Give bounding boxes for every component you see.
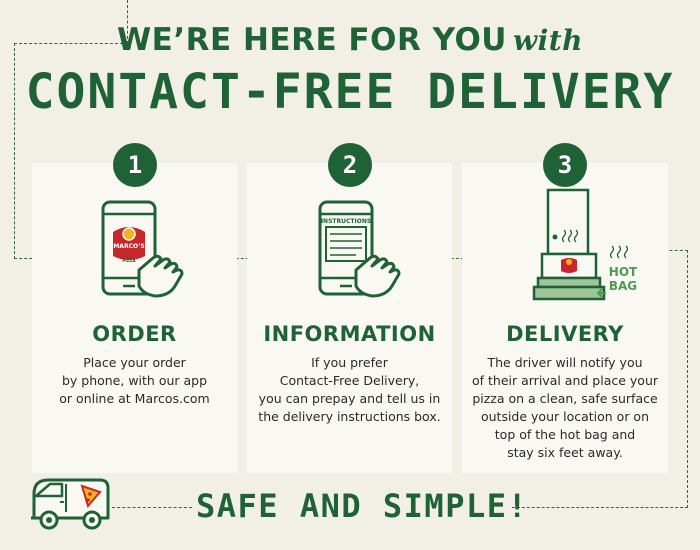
hot-bag-label-line1: HOT xyxy=(609,265,638,279)
body-line: the delivery instructions box. xyxy=(258,409,441,424)
phone-instructions-icon: INSTRUCTIONS xyxy=(318,200,401,298)
body-line: you can prepay and tell us in xyxy=(258,391,441,406)
body-line: by phone, with our app xyxy=(61,373,208,388)
body-line: top of the hot bag and xyxy=(494,427,636,442)
hot-bag-label-line2: BAG xyxy=(609,279,637,293)
step-number-badge: 3 xyxy=(543,143,587,187)
dashed-line-top xyxy=(14,43,128,44)
step-title-order: ORDER xyxy=(92,322,177,346)
headline-script-word: with xyxy=(512,24,584,57)
phone-hand-icon: MARCO’S PIZZA xyxy=(101,200,184,298)
screen-logo-subtext: PIZZA xyxy=(122,258,136,263)
step-number-badge: 2 xyxy=(328,143,372,187)
body-line: or online at Marcos.com xyxy=(59,391,210,406)
body-line: If you prefer xyxy=(311,355,388,370)
step-body-information: If you prefer Contact-Free Delivery, you… xyxy=(247,354,452,426)
delivery-van-icon xyxy=(31,478,110,530)
body-line: of their arrival and place your xyxy=(471,373,659,388)
step-number-badge: 1 xyxy=(113,143,157,187)
door-pizza-icon: HOT BAG xyxy=(532,188,638,301)
dashed-line-bottom xyxy=(112,507,192,508)
body-line: Contact-Free Delivery, xyxy=(279,373,420,388)
dashed-line-top xyxy=(127,0,128,44)
body-line: pizza on a clean, safe surface xyxy=(472,391,658,406)
dashed-line-right xyxy=(687,250,688,508)
body-line: The driver will notify you xyxy=(487,355,643,370)
dashed-line-bottom xyxy=(512,507,688,508)
body-line: outside your location or on xyxy=(480,409,650,424)
step-title-information: INFORMATION xyxy=(263,322,436,346)
instructions-label: INSTRUCTIONS xyxy=(321,218,371,225)
headline-main: WE’RE HERE FOR YOU xyxy=(116,22,507,58)
step-title-delivery: DELIVERY xyxy=(506,322,624,346)
body-line: stay six feet away. xyxy=(507,445,623,460)
body-line: Place your order xyxy=(83,355,186,370)
screen-logo-text: MARCO’S xyxy=(113,243,144,250)
dashed-line-left xyxy=(14,43,15,259)
footer-tagline: SAFE AND SIMPLE! xyxy=(196,487,529,525)
step-body-order: Place your order by phone, with our app … xyxy=(32,354,237,408)
headline-line-2: CONTACT-FREE DELIVERY xyxy=(25,64,675,120)
step-body-delivery: The driver will notify you of their arri… xyxy=(462,354,668,462)
